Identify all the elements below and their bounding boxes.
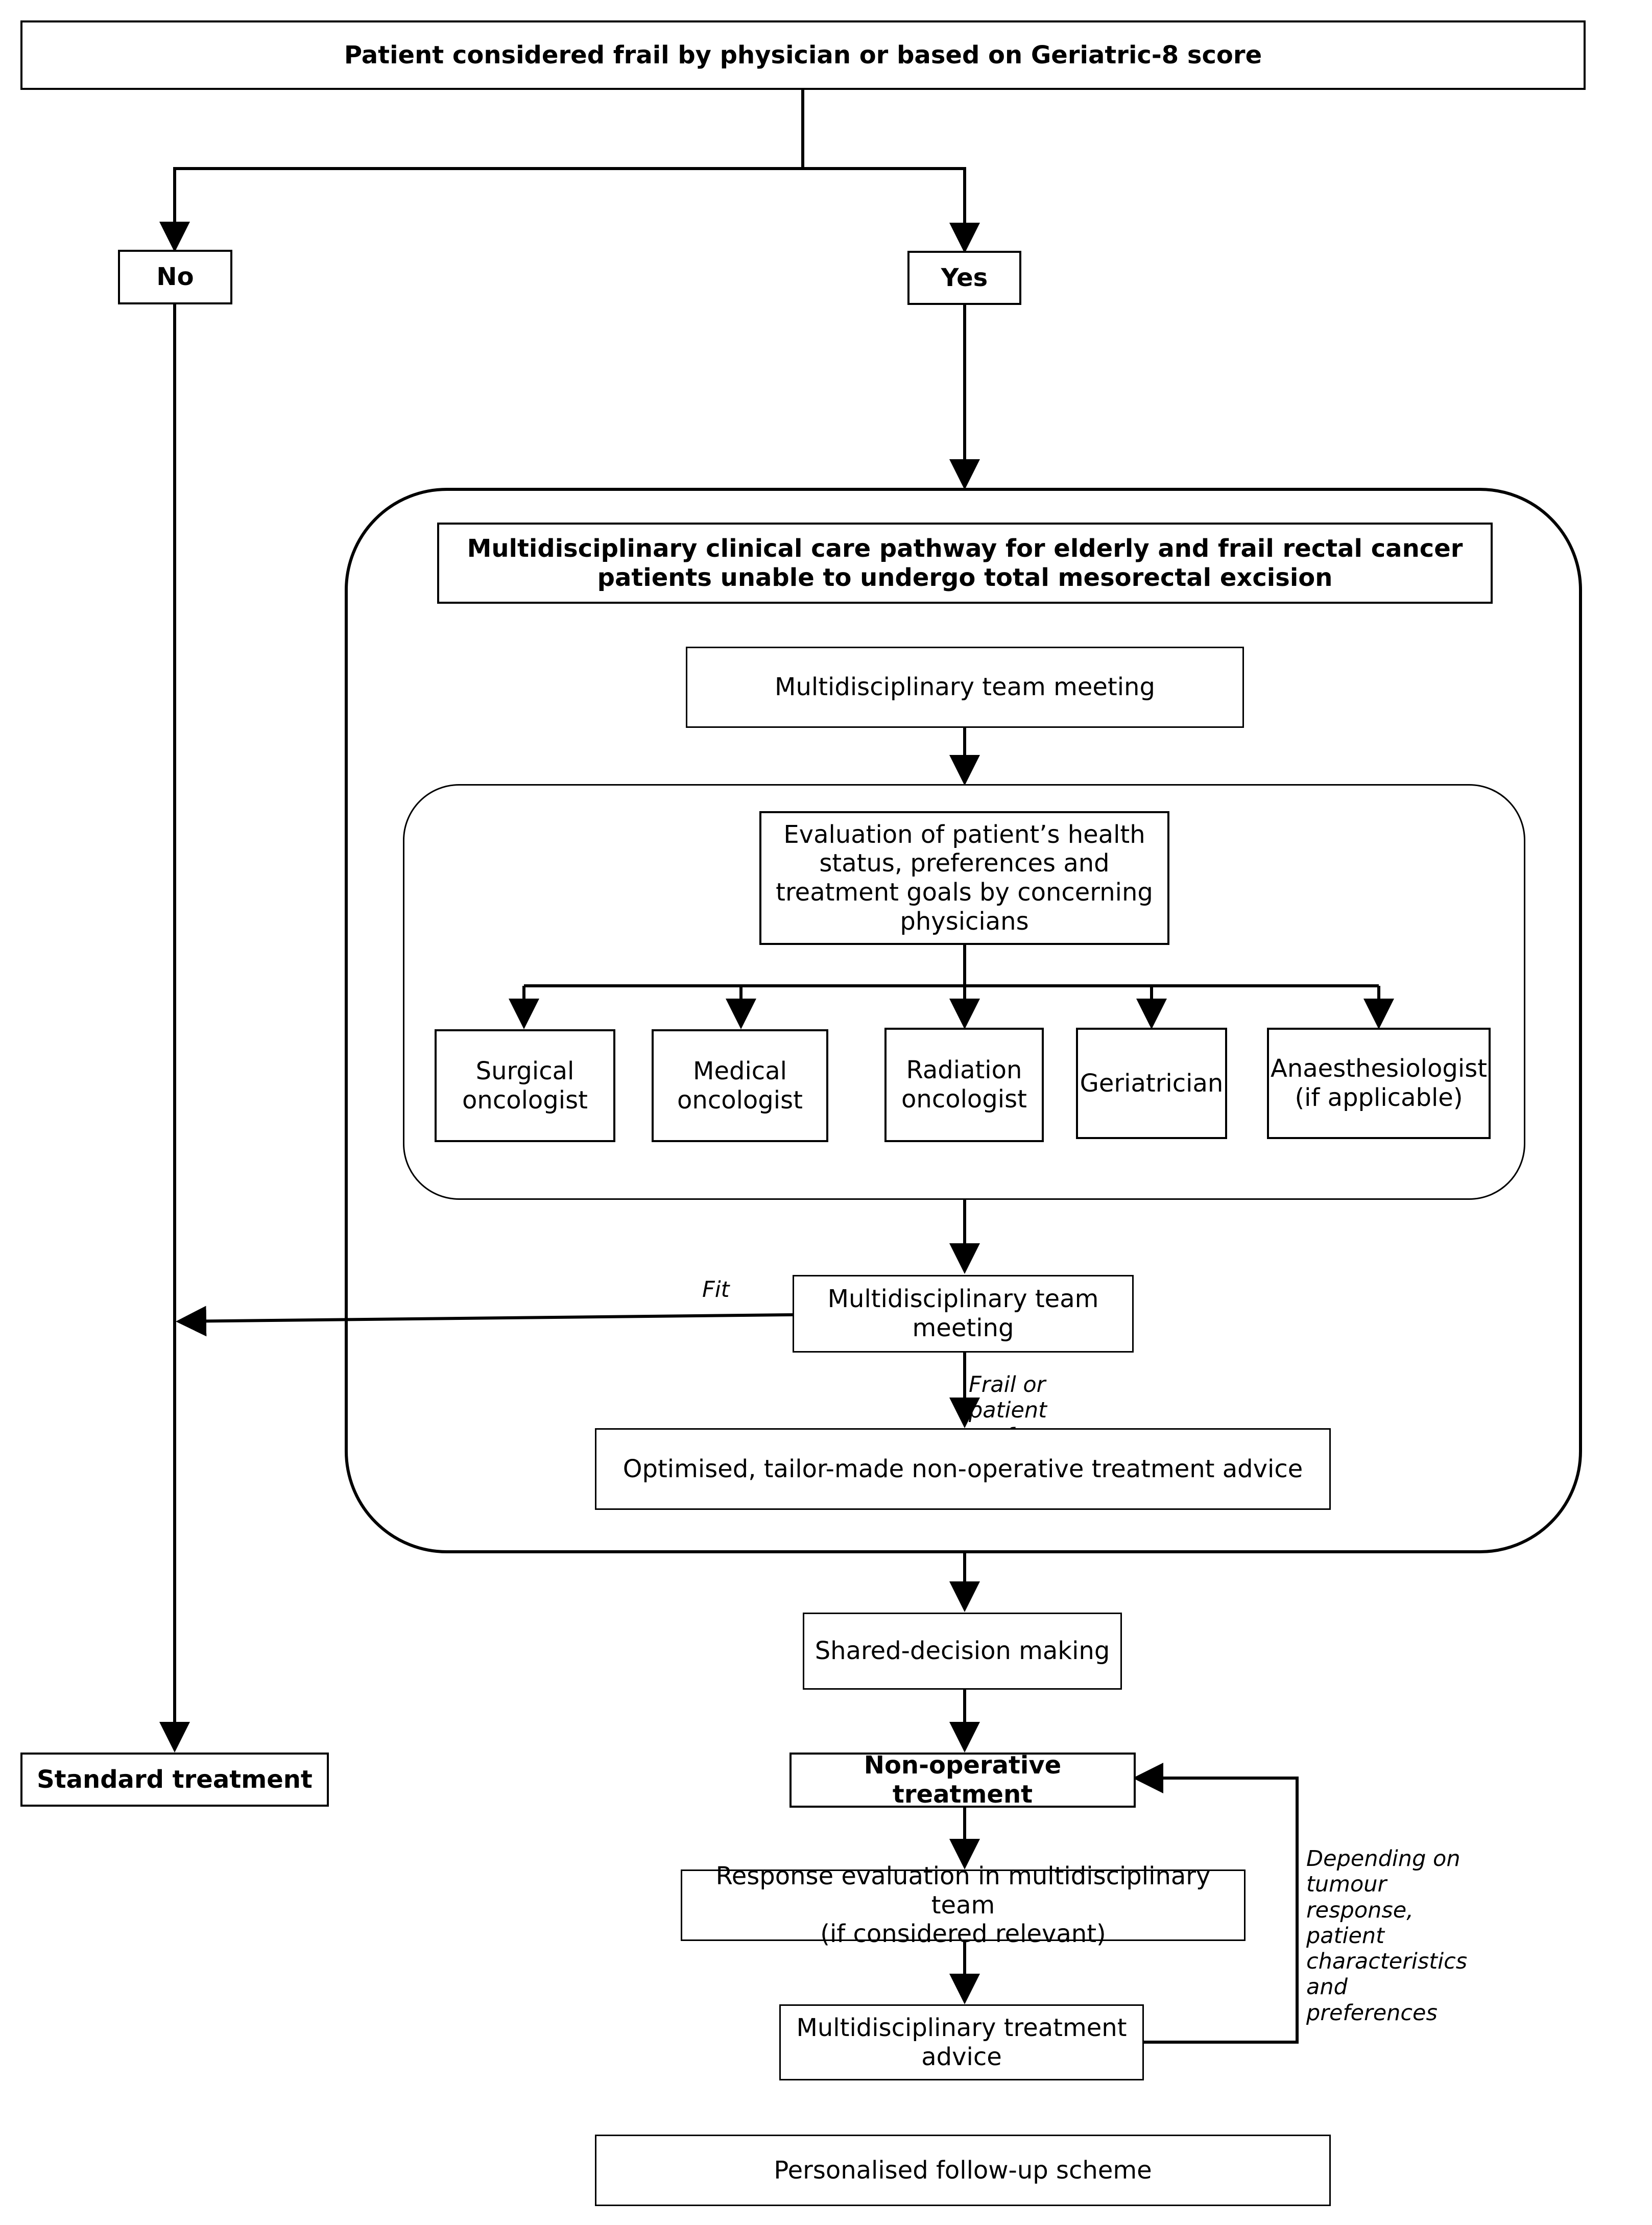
medical-oncologist-text: Medical oncologist [677,1056,803,1115]
geriatrician-text: Geriatrician [1080,1069,1224,1098]
care-pathway-container [345,488,1582,1553]
standard-treatment-box: Standard treatment [20,1753,329,1807]
branch-yes-connector [803,167,980,253]
follow-up-text: Personalised follow-up scheme [774,2156,1152,2185]
mdt-meeting-text: Multidisciplinary team meeting [775,673,1155,702]
evaluation-box: Evaluation of patient’s health status, p… [759,811,1169,945]
mdt-advice-box: Multidisciplinary treatment advice [779,2004,1144,2080]
standard-treatment-text: Standard treatment [37,1765,313,1794]
shared-decision-box: Shared-decision making [803,1613,1122,1690]
pathway-title: Multidisciplinary clinical care pathway … [467,534,1463,592]
radiation-oncologist-text: Radiation oncologist [901,1056,1027,1114]
anaesthesiologist-box: Anaesthesiologist (if applicable) [1267,1028,1491,1139]
no-text: No [156,263,194,292]
radiation-oncologist-box: Radiation oncologist [884,1028,1044,1142]
mdt-advice-text: Multidisciplinary treatment advice [796,2013,1127,2071]
response-evaluation-box: Response evaluation in multidisciplinary… [681,1862,1246,1948]
evaluation-group-container [403,784,1525,1200]
mdt-meeting-2-box: Multidisciplinary team meeting [793,1275,1134,1353]
no-box: No [118,250,232,304]
mdt-meeting-box: Multidisciplinary team meeting [686,647,1244,728]
medical-oncologist-box: Medical oncologist [652,1029,828,1142]
yes-text: Yes [941,263,988,292]
surgical-oncologist-box: Surgical oncologist [435,1029,615,1142]
fit-arrow [176,1306,793,1337]
anaesthesiologist-text: Anaesthesiologist (if applicable) [1270,1054,1488,1112]
evaluation-text: Evaluation of patient’s health status, p… [776,820,1153,936]
non-operative-text: Non-operative treatment [864,1751,1062,1809]
non-operative-box: Non-operative treatment [789,1751,1136,1809]
follow-up-box: Personalised follow-up scheme [595,2135,1331,2206]
branch-no-connector [159,167,803,252]
start-box: Patient considered frail by physician or… [20,20,1586,90]
loop-label: Depending on tumour response, patient ch… [1306,1846,1468,2026]
response-evaluation-text: Response evaluation in multidisciplinary… [715,1862,1211,1949]
treatment-advice-box: Optimised, tailor-made non-operative tre… [595,1428,1331,1510]
pathway-title-box: Multidisciplinary clinical care pathway … [437,523,1493,604]
surgical-oncologist-text: Surgical oncologist [462,1056,588,1115]
mdt-meeting-2-text: Multidisciplinary team meeting [827,1285,1099,1342]
yes-box: Yes [907,251,1021,305]
fit-label: Fit [702,1277,730,1303]
shared-decision-text: Shared-decision making [815,1637,1110,1666]
loop-back-arrow [1133,1763,1299,2044]
geriatrician-box: Geriatrician [1076,1028,1227,1139]
treatment-advice-text: Optimised, tailor-made non-operative tre… [623,1454,1303,1483]
start-text: Patient considered frail by physician or… [344,40,1262,69]
